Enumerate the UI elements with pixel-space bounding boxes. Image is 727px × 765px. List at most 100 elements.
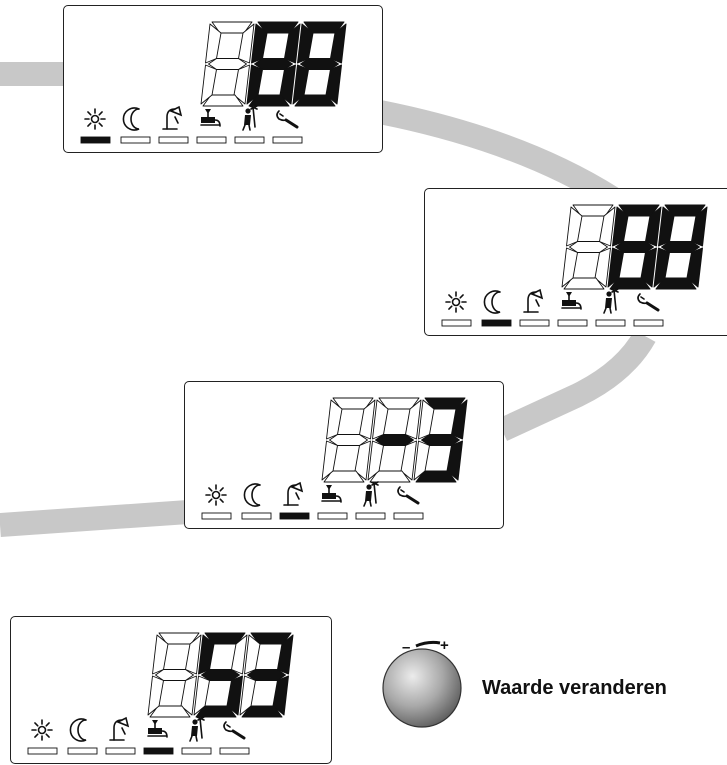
mode-indicator	[27, 747, 58, 755]
knob-direction-arrow	[415, 640, 441, 648]
mode-indicator	[201, 512, 232, 520]
digit-segment-d	[248, 94, 290, 107]
mode-indicator	[441, 319, 472, 327]
moon-icon	[122, 107, 140, 131]
wrench-icon	[637, 293, 660, 312]
digit-segment-e	[147, 675, 164, 716]
chimney-sweep-icon	[363, 481, 379, 507]
knob-dial[interactable]	[382, 648, 462, 728]
shower-icon	[283, 481, 304, 506]
digit-segment-g	[254, 58, 293, 70]
sun-icon	[205, 484, 227, 506]
digit-segment-e	[246, 64, 263, 105]
digit-segment-d	[655, 277, 697, 290]
digit-2	[193, 632, 248, 718]
sun-icon	[445, 291, 467, 313]
mode-indicator	[355, 512, 386, 520]
digit-3	[239, 632, 294, 718]
digit-segment-d	[202, 94, 244, 107]
digit-3	[653, 204, 708, 290]
digit-2	[607, 204, 662, 290]
digit-2	[246, 21, 301, 107]
mode-indicator	[519, 319, 550, 327]
tap-icon	[200, 109, 221, 127]
wrench-icon	[276, 110, 299, 129]
digit-segment-d	[323, 470, 365, 483]
active-mode-indicator	[80, 136, 111, 144]
digit-segment-e	[200, 64, 217, 105]
tap-icon	[561, 292, 582, 310]
shower-icon	[523, 288, 544, 313]
digit-segment-d	[149, 705, 191, 718]
mode-indicator	[120, 136, 151, 144]
digit-1	[200, 21, 255, 107]
digit-segment-g	[329, 434, 368, 446]
flow-path-arc-2	[496, 329, 656, 441]
shower-icon	[109, 716, 130, 741]
adjust-knob[interactable]: – +	[380, 632, 480, 752]
digit-segment-g	[421, 434, 460, 446]
digit-segment-g	[208, 58, 247, 70]
digit-segment-g	[615, 241, 654, 253]
digit-1	[147, 632, 202, 718]
sun-icon	[31, 719, 53, 741]
digit-segment-e	[239, 675, 256, 716]
moon-icon	[243, 483, 261, 507]
display-panel-3	[184, 381, 504, 529]
mode-indicator	[595, 319, 626, 327]
chimney-sweep-icon	[603, 288, 619, 314]
mode-indicator	[317, 512, 348, 520]
digit-segment-d	[609, 277, 651, 290]
mode-indicator	[219, 747, 250, 755]
digit-3	[292, 21, 347, 107]
tap-icon	[321, 485, 342, 503]
mode-indicator	[67, 747, 98, 755]
wrench-icon	[223, 721, 246, 740]
active-mode-indicator	[279, 512, 310, 520]
digit-segment-d	[563, 277, 605, 290]
digit-segment-e	[561, 247, 578, 288]
adjust-value-caption: Waarde veranderen	[482, 677, 667, 699]
display-panel-4	[10, 616, 332, 764]
active-mode-indicator	[481, 319, 512, 327]
moon-icon	[483, 290, 501, 314]
digit-segment-d	[195, 705, 237, 718]
mode-indicator	[105, 747, 136, 755]
digit-segment-e	[193, 675, 210, 716]
digit-segment-e	[367, 440, 384, 481]
active-mode-indicator	[143, 747, 174, 755]
display-panel-2	[424, 188, 727, 336]
knob-plus-label: +	[440, 637, 449, 654]
digit-1	[561, 204, 616, 290]
wrench-icon	[397, 486, 420, 505]
mode-indicator	[234, 136, 265, 144]
sun-icon	[84, 108, 106, 130]
chimney-sweep-icon	[189, 716, 205, 742]
digit-segment-d	[294, 94, 336, 107]
mode-indicator	[196, 136, 227, 144]
digit-segment-g	[247, 669, 286, 681]
mode-indicator	[633, 319, 664, 327]
digit-segment-e	[413, 440, 430, 481]
digit-segment-d	[241, 705, 283, 718]
digit-segment-g	[201, 669, 240, 681]
mode-indicator	[393, 512, 424, 520]
digit-segment-e	[653, 247, 670, 288]
lcd-canvas	[27, 632, 294, 755]
knob-minus-label: –	[402, 639, 410, 656]
digit-segment-e	[607, 247, 624, 288]
digit-segment-e	[321, 440, 338, 481]
digit-segment-d	[415, 470, 457, 483]
digit-segment-g	[300, 58, 339, 70]
lcd-canvas	[441, 204, 708, 327]
digit-segment-g	[661, 241, 700, 253]
digit-segment-e	[292, 64, 309, 105]
digit-3	[413, 397, 468, 483]
digit-segment-d	[369, 470, 411, 483]
mode-indicator	[158, 136, 189, 144]
digit-segment-g	[375, 434, 414, 446]
digit-segment-g	[569, 241, 608, 253]
chimney-sweep-icon	[242, 105, 258, 131]
display-panel-1	[63, 5, 383, 153]
tap-icon	[147, 720, 168, 738]
